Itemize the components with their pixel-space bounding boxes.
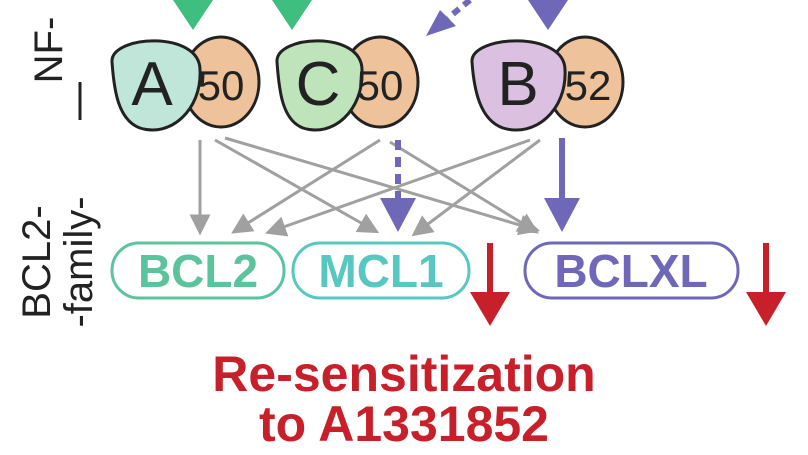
mcl1-down-arrow <box>470 243 510 326</box>
dimer-a: A 50 <box>110 35 261 132</box>
input-arrow-c <box>272 0 312 30</box>
target-bclxl-pill <box>523 241 740 300</box>
input-arrow-b <box>528 0 568 30</box>
bcl2-side-label: BCL2- <box>15 205 59 318</box>
target-bclxl-label: BCLXL <box>554 245 707 297</box>
bclxl-down-arrow <box>746 243 786 326</box>
b-to-bclxl-head <box>544 198 580 232</box>
dimer-a-partner-label: 50 <box>198 62 245 109</box>
input-arrow-b-dashed-head <box>426 10 456 36</box>
nf-side-label: NF- <box>27 17 71 84</box>
dimer-a-main <box>110 39 202 132</box>
target-mcl1-pill <box>291 241 471 300</box>
dimer-b: B 52 <box>470 35 625 132</box>
target-bcl2: BCL2 <box>110 241 286 300</box>
target-mcl1-label: MCL1 <box>318 245 443 297</box>
dimer-b-main-label: B <box>497 50 538 119</box>
caption-line2: to A1331852 <box>259 396 549 452</box>
dimer-c-partner-label: 50 <box>357 62 404 109</box>
dimer-c-main-label: C <box>296 50 341 119</box>
c-to-mcl1-dashed-head <box>380 198 416 232</box>
dimer-b-partner-label: 52 <box>565 62 612 109</box>
dimer-c-main <box>275 39 364 132</box>
caption-line1: Re-sensitization <box>212 346 596 402</box>
target-bcl2-pill <box>110 241 286 300</box>
target-bclxl: BCLXL <box>523 241 740 300</box>
target-bcl2-label: BCL2 <box>138 245 258 297</box>
dimer-c: C 50 <box>275 35 420 132</box>
family-side-label: -family- <box>57 196 101 327</box>
gray-arrows <box>189 136 541 237</box>
input-arrow-a <box>173 0 213 30</box>
target-mcl1: MCL1 <box>291 241 471 300</box>
dimer-a-main-label: A <box>131 50 173 119</box>
input-arrow-b-dashed-line <box>446 0 472 21</box>
dimer-b-main <box>470 39 567 132</box>
